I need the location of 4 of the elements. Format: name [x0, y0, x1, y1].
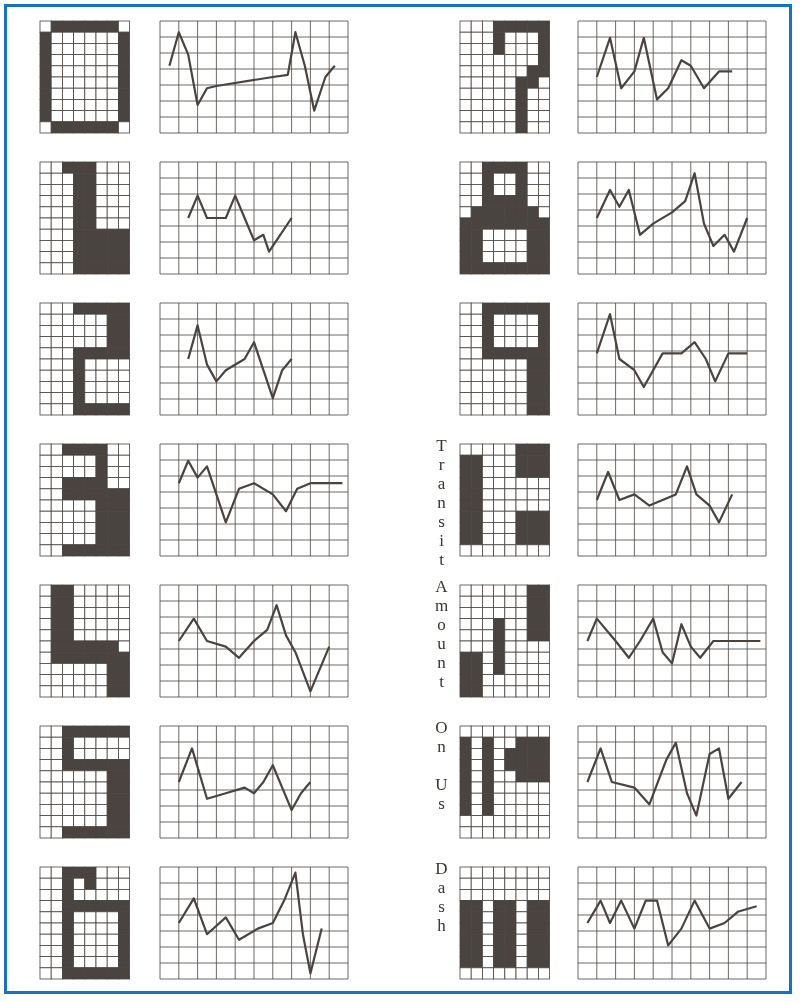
row-label: On Us: [432, 718, 450, 813]
row-label: Transit: [432, 436, 450, 569]
row-label: Amount: [432, 577, 450, 691]
row-label: Dash: [432, 859, 450, 935]
